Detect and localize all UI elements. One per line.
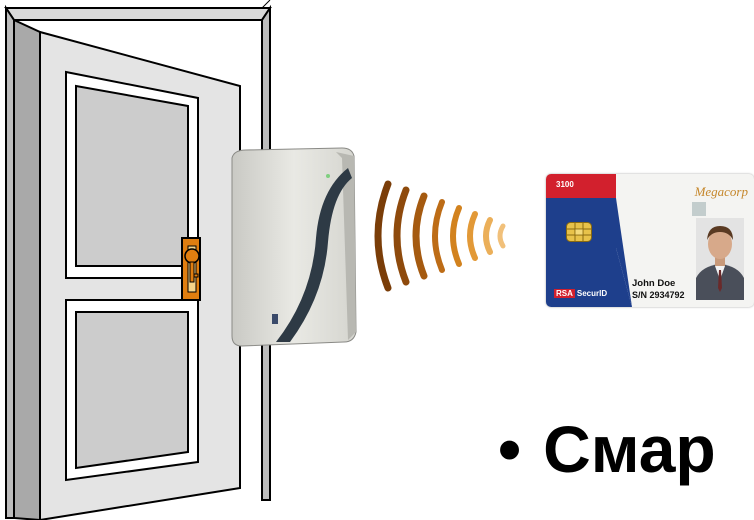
wave-arc bbox=[486, 220, 490, 252]
wave-arc bbox=[435, 202, 442, 270]
wave-arc bbox=[500, 226, 503, 246]
door-lower-panel bbox=[76, 312, 188, 468]
bullet-heading: • Смар bbox=[498, 404, 716, 494]
cardholder-name: John Doe bbox=[632, 278, 675, 289]
card-reader-device bbox=[224, 146, 364, 354]
card-serial-number: S/N 2934792 bbox=[632, 290, 685, 300]
cardholder-photo bbox=[696, 218, 744, 300]
bullet-text: Смар bbox=[543, 412, 716, 486]
bullet-marker: • bbox=[498, 412, 521, 486]
wave-arc bbox=[470, 214, 475, 258]
door-leaf bbox=[14, 20, 240, 520]
door-lock-icon bbox=[182, 238, 200, 300]
wave-arc bbox=[397, 190, 406, 282]
issuer-logo-box: RSA bbox=[554, 289, 575, 298]
wave-arc bbox=[378, 184, 388, 288]
wave-arc bbox=[453, 208, 459, 264]
wave-arc bbox=[416, 196, 424, 276]
card-brand-logo: Megacorp bbox=[695, 184, 748, 200]
chip-icon bbox=[566, 222, 592, 242]
issuer-logo-text: SecurID bbox=[577, 289, 607, 298]
radio-waves bbox=[366, 176, 512, 296]
door-upper-panel bbox=[76, 86, 188, 266]
card-number: 3100 bbox=[556, 180, 574, 189]
